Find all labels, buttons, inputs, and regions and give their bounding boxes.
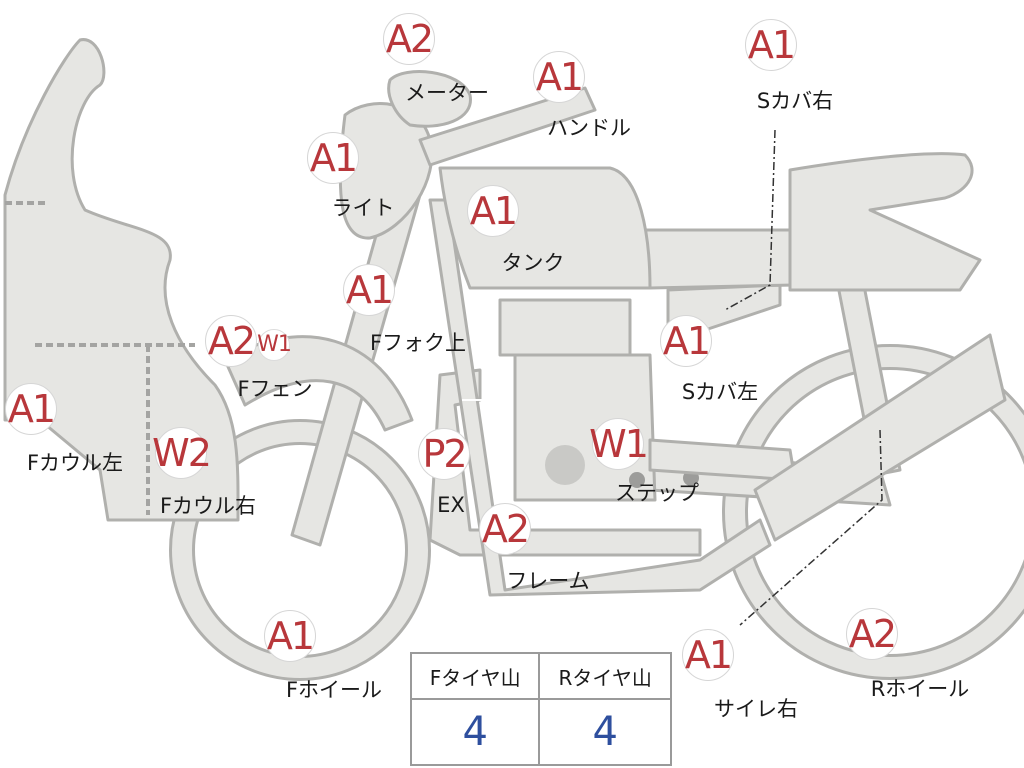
light-grade-badge: A1	[307, 132, 359, 184]
silencer-right-label: サイレ右	[714, 697, 798, 721]
silencer-right-leader	[739, 429, 883, 626]
s-cover-left-grade-badge: A1	[660, 315, 712, 367]
f-wheel-label: Fホイール	[285, 678, 383, 702]
meter-label: メーター	[405, 81, 489, 105]
s-cover-left-label: Sカバ左	[681, 380, 759, 404]
front-tire-tread-header: Fタイヤ山	[409, 652, 541, 700]
footpeg-shape	[629, 472, 645, 488]
step-grade-badge: W1	[589, 418, 649, 470]
r-wheel-grade-badge: A2	[846, 608, 898, 660]
tire-tread-table: Fタイヤ山 Rタイヤ山 4 4	[409, 652, 672, 766]
f-fork-upper-grade-badge: A1	[343, 264, 395, 316]
tank-grade-badge: A1	[467, 185, 519, 237]
f-fender-grade-badge: A2	[205, 315, 257, 367]
frame-down-tube-shape	[428, 198, 772, 597]
tire-table-header-row: Fタイヤ山 Rタイヤ山	[409, 652, 672, 700]
f-fender-label: Fフェン	[237, 377, 313, 401]
seat-rear-shape	[788, 152, 982, 292]
engine-cover-shape	[545, 445, 585, 485]
meter-grade-badge: A2	[383, 13, 435, 65]
handlebar-shape	[418, 86, 597, 167]
handle-label: ハンドル	[547, 116, 631, 140]
r-wheel-label: Rホイール	[870, 677, 970, 701]
f-fork-upper-label: Fフォク上	[369, 331, 467, 355]
s-cover-right-grade-badge: A1	[745, 19, 797, 71]
frame-grade-badge: A2	[479, 503, 531, 555]
f-wheel-grade-badge: A1	[264, 610, 316, 662]
ex-label: EX	[437, 493, 465, 517]
tire-table-value-row: 4 4	[409, 698, 672, 766]
rear-wheel-rim	[725, 347, 1024, 677]
f-cowl-left-grade-badge: A1	[5, 383, 57, 435]
ex-grade-badge: P2	[418, 428, 470, 480]
meter-shape	[387, 70, 472, 128]
frame-label: フレーム	[506, 569, 590, 593]
s-cover-right-label: Sカバ右	[756, 89, 834, 113]
f-cowl-right-grade-badge: W2	[152, 427, 212, 479]
silencer-right-grade-badge: A1	[682, 629, 734, 681]
front-wheel-rim	[172, 422, 428, 678]
rear-tire-tread-header: Rタイヤ山	[538, 652, 672, 700]
s-cover-right-leader	[724, 129, 776, 311]
light-label: ライト	[331, 196, 395, 220]
front-cowl-shape	[3, 38, 240, 522]
handle-grade-badge: A1	[533, 51, 585, 103]
frame-lower-shape	[428, 368, 702, 557]
f-cowl-left-label: Fカウル左	[26, 451, 124, 475]
engine-top-shape	[498, 298, 632, 357]
rear-tire-tread-value: 4	[538, 698, 672, 766]
step-label: ステップ	[615, 481, 699, 505]
tank-label: タンク	[501, 251, 565, 275]
f-fender-secondary-grade-badge: W1	[257, 329, 292, 361]
f-cowl-right-label: Fカウル右	[159, 494, 257, 518]
front-tire-tread-value: 4	[409, 698, 541, 766]
